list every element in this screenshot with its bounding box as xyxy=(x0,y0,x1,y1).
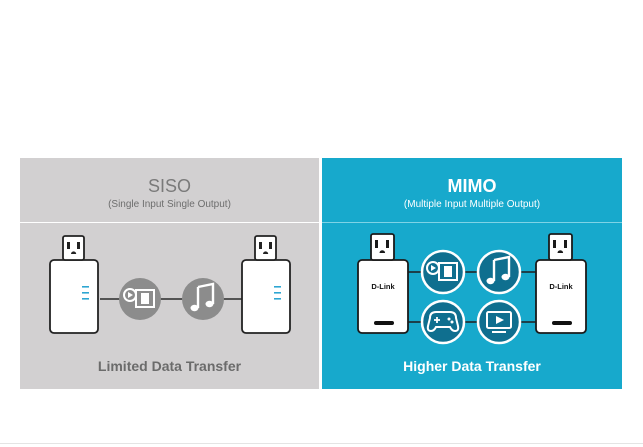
plug-icon xyxy=(370,233,395,261)
tv-icon xyxy=(476,299,522,345)
device-led-bar xyxy=(552,321,572,325)
video-icon xyxy=(420,249,466,295)
mimo-title: MIMO xyxy=(447,176,497,196)
mimo-left-adapter: D-Link xyxy=(357,233,409,334)
siso-divider xyxy=(20,222,319,223)
siso-left-adapter xyxy=(49,235,99,334)
mimo-subtitle: (Multiple Input Multiple Output) xyxy=(403,199,541,210)
music-icon xyxy=(182,278,224,320)
plug-icon xyxy=(62,235,85,261)
mimo-panel: MIMO (Multiple Input Multiple Output) D-… xyxy=(322,158,622,389)
siso-panel: SISO (Single Input Single Output) xyxy=(20,158,319,389)
gamepad-icon xyxy=(420,299,466,345)
plug-icon xyxy=(254,235,277,261)
status-leds-icon xyxy=(274,286,281,300)
siso-footer: Limited Data Transfer xyxy=(97,358,242,374)
siso-diagram xyxy=(49,235,291,334)
device-led-bar xyxy=(374,321,394,325)
mimo-divider xyxy=(322,222,622,223)
siso-subtitle: (Single Input Single Output) xyxy=(108,199,231,210)
mimo-footer: Higher Data Transfer xyxy=(403,358,541,374)
siso-right-adapter xyxy=(241,235,291,334)
dlink-label-left: D-Link xyxy=(371,282,395,291)
plug-icon xyxy=(548,233,573,261)
siso-title: SISO xyxy=(147,176,191,196)
music-icon xyxy=(476,249,522,295)
mimo-right-adapter: D-Link xyxy=(535,233,587,334)
status-leds-icon xyxy=(82,286,89,300)
mimo-diagram: D-Link xyxy=(357,233,587,345)
bottom-divider xyxy=(0,443,643,444)
dlink-label-right: D-Link xyxy=(549,282,573,291)
video-icon xyxy=(119,278,161,320)
